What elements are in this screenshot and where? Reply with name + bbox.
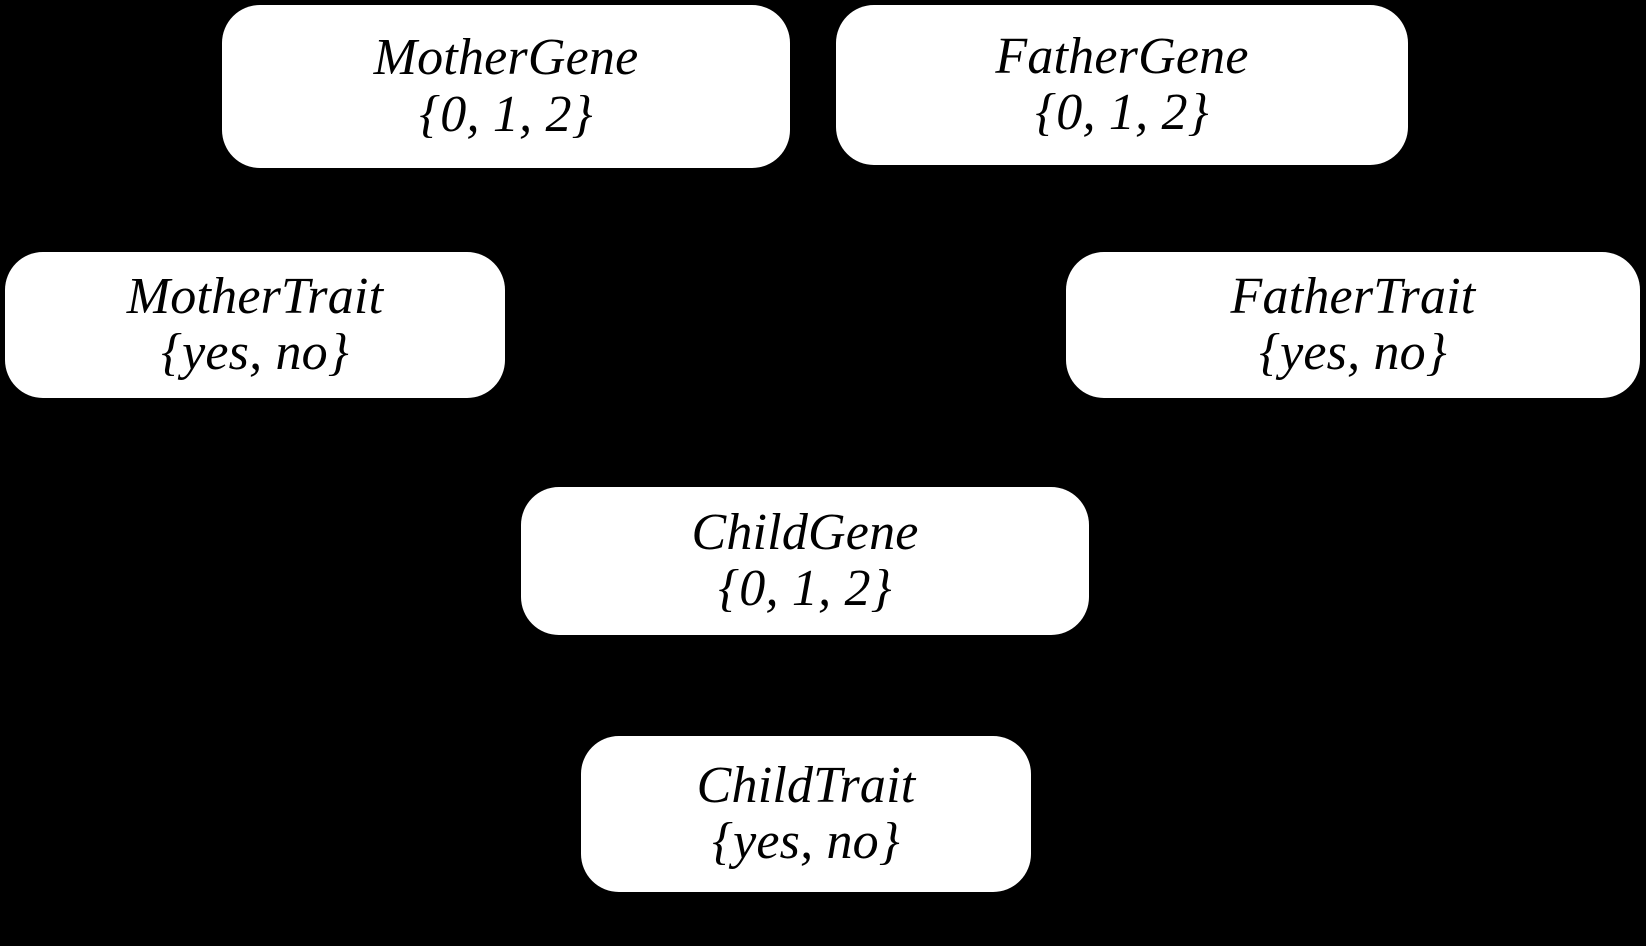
node-mother-gene-domain: {0, 1, 2} [419,85,593,143]
node-child-gene-label: ChildGene [691,503,919,561]
node-father-trait[interactable]: FatherTrait {yes, no} [1066,252,1640,398]
node-child-gene-domain: {0, 1, 2} [718,560,892,617]
node-mother-gene-label: MotherGene [373,29,639,87]
node-mother-trait-label: MotherTrait [126,267,384,325]
node-mother-trait[interactable]: MotherTrait {yes, no} [5,252,505,398]
node-mother-trait-domain: {yes, no} [161,324,349,381]
node-child-gene[interactable]: ChildGene {0, 1, 2} [521,487,1089,635]
node-mother-gene[interactable]: MotherGene {0, 1, 2} [222,5,790,168]
node-father-gene-label: FatherGene [995,27,1249,85]
node-father-gene-domain: {0, 1, 2} [1035,84,1209,141]
node-child-trait[interactable]: ChildTrait {yes, no} [581,736,1031,892]
node-father-gene[interactable]: FatherGene {0, 1, 2} [836,5,1408,165]
node-father-trait-label: FatherTrait [1230,267,1476,325]
node-father-trait-domain: {yes, no} [1259,324,1447,381]
node-child-trait-domain: {yes, no} [712,813,900,870]
node-child-trait-label: ChildTrait [696,756,916,814]
